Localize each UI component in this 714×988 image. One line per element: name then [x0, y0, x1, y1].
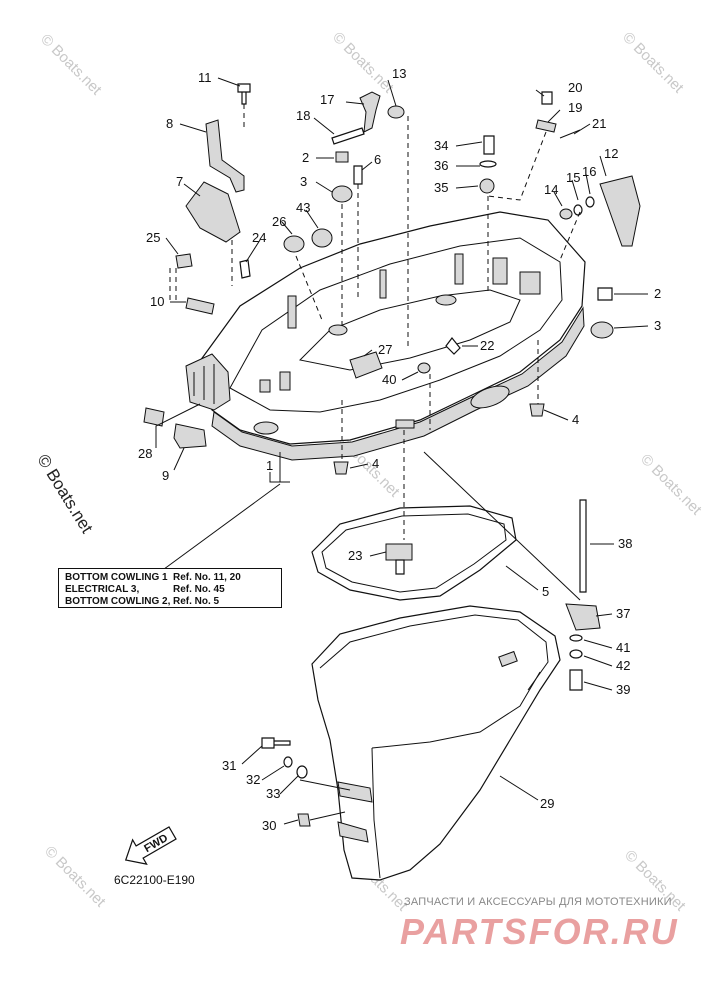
callout-38: 38	[618, 536, 632, 551]
reference-row: BOTTOM COWLING 1 Ref. No. 11, 20	[65, 572, 275, 584]
hardware-parts	[143, 83, 641, 827]
callout-34: 34	[434, 138, 448, 153]
callout-15: 15	[566, 170, 580, 185]
callout-31: 31	[222, 758, 236, 773]
reference-name: ELECTRICAL 3,	[65, 584, 140, 595]
callout-5: 5	[542, 584, 549, 599]
callout-35: 35	[434, 180, 448, 195]
watermark-top-right: © Boats.net	[619, 29, 687, 97]
callout-13: 13	[392, 66, 406, 81]
callout-1: 1	[266, 458, 273, 473]
fwd-arrow: FWD	[124, 826, 177, 865]
callout-7: 7	[176, 174, 183, 189]
callout-21: 21	[592, 116, 606, 131]
callout-41: 41	[616, 640, 630, 655]
reference-row: ELECTRICAL 3, Ref. No. 45	[65, 584, 275, 596]
reference-name: BOTTOM COWLING 1	[65, 572, 168, 583]
callout-43: 43	[296, 200, 310, 215]
reference-table: BOTTOM COWLING 1 Ref. No. 11, 20 ELECTRI…	[58, 568, 282, 608]
fwd-label: FWD	[142, 832, 170, 855]
watermark-top-center: © Boats.net	[329, 29, 397, 97]
callout-16: 16	[582, 164, 596, 179]
shop-logo: PARTSFOR.RU	[400, 911, 679, 952]
callout-28: 28	[138, 446, 152, 461]
callout-17: 17	[320, 92, 334, 107]
callout-29: 29	[540, 796, 554, 811]
callout-37: 37	[616, 606, 630, 621]
callout-2-right: 2	[654, 286, 661, 301]
diagram-code: 6C22100-E190	[114, 873, 195, 887]
reference-number: Ref. No. 45	[173, 584, 225, 595]
callout-26: 26	[272, 214, 286, 229]
reference-number: Ref. No. 5	[173, 596, 220, 607]
callout-3-right: 3	[654, 318, 661, 333]
callout-18: 18	[296, 108, 310, 123]
callout-30: 30	[262, 818, 276, 833]
callout-12: 12	[604, 146, 618, 161]
reference-name: BOTTOM COWLING 2,	[65, 596, 171, 607]
callout-4-right: 4	[572, 412, 579, 427]
callout-14: 14	[544, 182, 558, 197]
leader-lines	[155, 77, 649, 825]
reference-number: Ref. No. 11, 20	[173, 572, 241, 583]
watermark-top-left: © Boats.net	[37, 31, 105, 99]
callout-9: 9	[162, 468, 169, 483]
callout-11: 11	[198, 70, 212, 85]
callout-33: 33	[266, 786, 280, 801]
watermark-mid-right: © Boats.net	[637, 451, 705, 519]
shop-subtitle: ЗАПЧАСТИ И АКСЕССУАРЫ ДЛЯ МОТОТЕХНИКИ	[404, 896, 672, 908]
callout-2-top: 2	[302, 150, 309, 165]
callout-6: 6	[374, 152, 381, 167]
callout-23: 23	[348, 548, 362, 563]
callout-24: 24	[252, 230, 266, 245]
callout-27: 27	[378, 342, 392, 357]
callout-42: 42	[616, 658, 630, 673]
callout-8: 8	[166, 116, 173, 131]
callout-19: 19	[568, 100, 582, 115]
callout-40: 40	[382, 372, 396, 387]
reference-row: BOTTOM COWLING 2, Ref. No. 5	[65, 596, 275, 608]
alignment-lines	[169, 104, 581, 540]
bottom-cowling-shell	[311, 605, 561, 881]
callout-3-top: 3	[300, 174, 307, 189]
callout-25: 25	[146, 230, 160, 245]
callout-4-center: 4	[372, 456, 379, 471]
callout-22: 22	[480, 338, 494, 353]
callout-labels: 11 13 20 8 17 19 18 21 34 2 6 12 36 7 3 …	[138, 66, 661, 833]
cowling-seal	[311, 505, 517, 601]
callout-36: 36	[434, 158, 448, 173]
bottom-cowling-tray	[185, 211, 586, 461]
callout-32: 32	[246, 772, 260, 787]
callout-39: 39	[616, 682, 630, 697]
callout-10: 10	[150, 294, 164, 309]
watermark-bottom-left: © Boats.net	[41, 843, 109, 911]
callout-20: 20	[568, 80, 582, 95]
